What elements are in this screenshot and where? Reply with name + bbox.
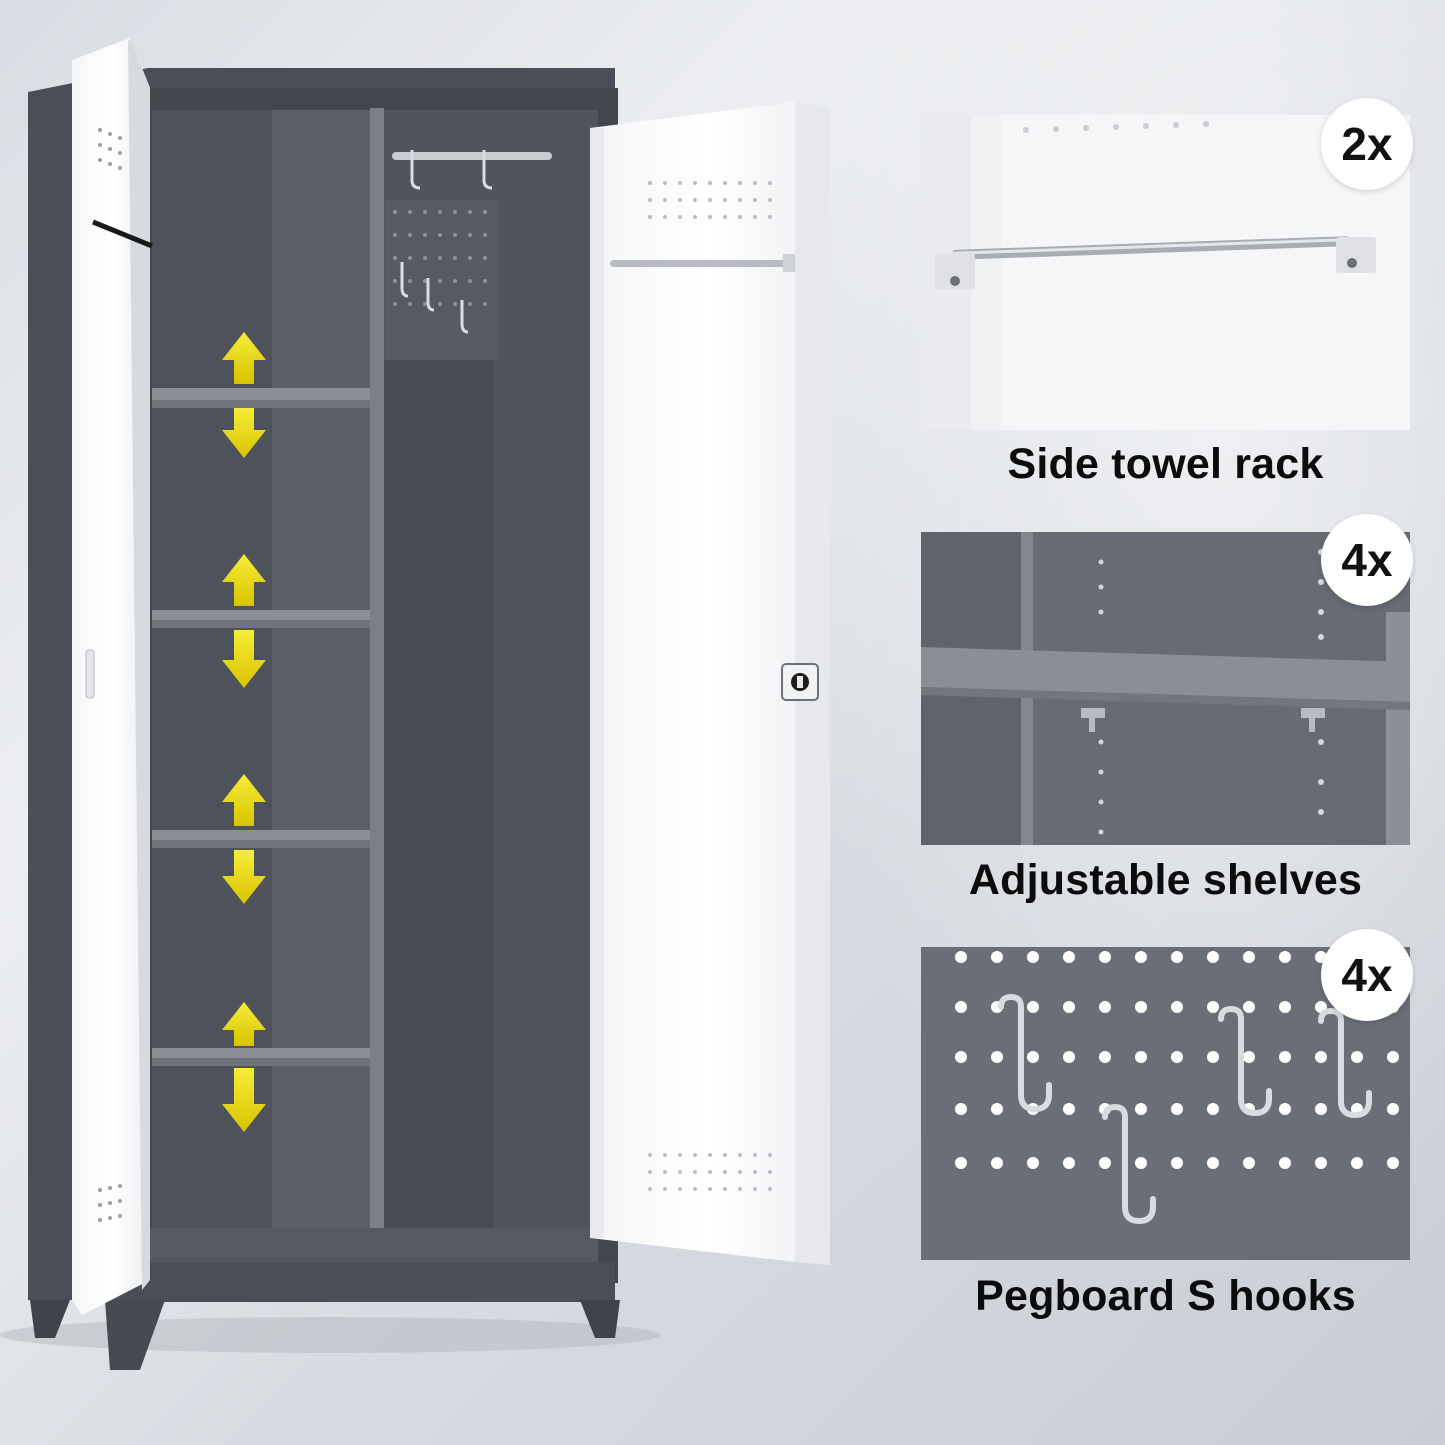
shelves: [152, 388, 370, 1066]
lock-icon: [781, 663, 819, 701]
cabinet-leg: [30, 1300, 70, 1338]
door-towel-rack: [610, 260, 790, 267]
adjust-arrows: [222, 332, 266, 1132]
cabinet-base: [120, 1262, 615, 1302]
cabinet-illustration: [0, 38, 830, 1370]
s-hook-icon: [400, 262, 469, 334]
feature-count-badge: 4x: [1321, 929, 1413, 1021]
left-door: [72, 38, 150, 1315]
pegboard-hooks-panel: [921, 947, 1410, 1260]
s-hook-icon: [998, 993, 1372, 1225]
shelf-bracket: [1081, 708, 1325, 732]
feature-caption: Side towel rack: [1007, 440, 1324, 488]
feature-count-badge: 4x: [1321, 514, 1413, 606]
down-arrow-icon: [222, 408, 266, 1132]
right-door: [590, 102, 830, 1265]
feature-caption: Pegboard S hooks: [975, 1272, 1356, 1320]
feature-count-badge: 2x: [1321, 98, 1413, 190]
hanging-rod: [392, 152, 552, 160]
up-arrow-icon: [222, 332, 266, 1046]
center-divider: [370, 108, 384, 1260]
feature-caption: Adjustable shelves: [968, 856, 1363, 904]
